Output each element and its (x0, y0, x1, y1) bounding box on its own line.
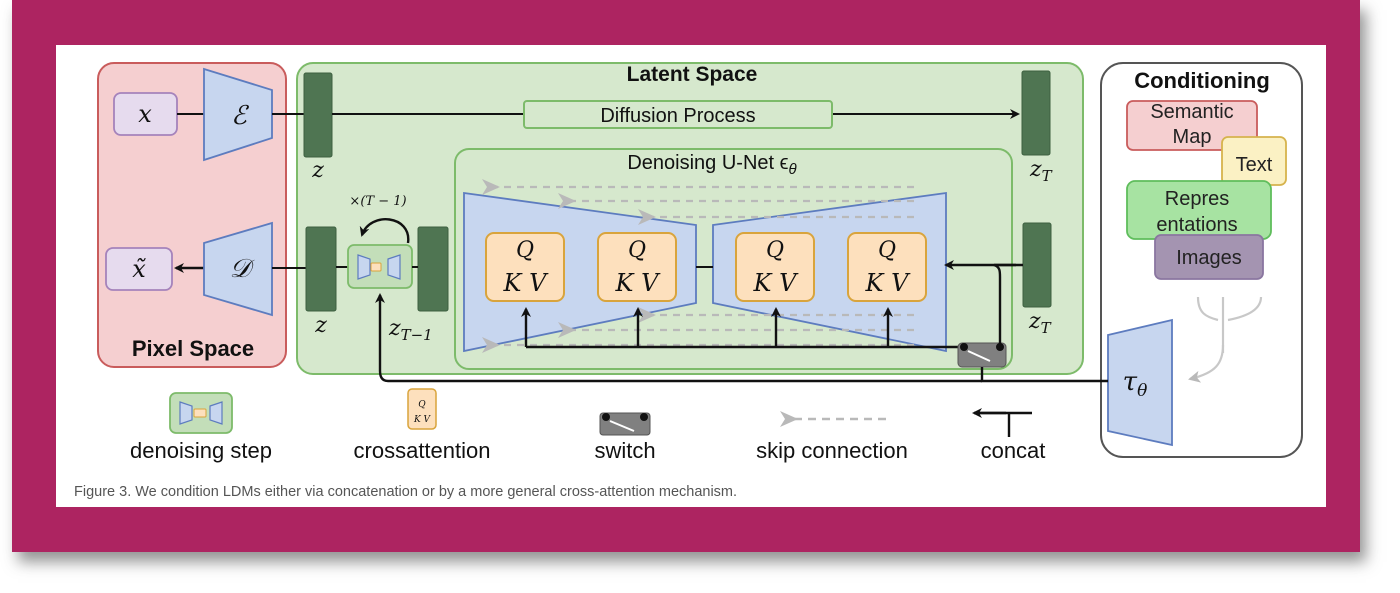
unet-title-sub: θ (788, 161, 796, 178)
legend-crossattention-icon (407, 388, 437, 430)
representations-label-2: entations (1156, 214, 1237, 236)
ldm-architecture-diagram: Pixel Space Latent Space Denoising U-Net… (97, 62, 1303, 463)
qkv-q-1: Q (516, 238, 534, 263)
tau-label: τθ (1123, 367, 1148, 401)
z-T-top-symbol: z (1029, 157, 1042, 182)
legend-step-right (209, 401, 223, 425)
z-T-bar-bottom (1022, 222, 1052, 308)
qkv-box-1 (485, 232, 565, 302)
legend: denoising step Q K V crossattention swit… (130, 388, 1046, 463)
tau-symbol: τ (1123, 367, 1138, 397)
figure-card: Pixel Space Latent Space Denoising U-Net… (56, 45, 1326, 507)
qkv-q-2: Q (628, 238, 646, 263)
diffusion-process-label: Diffusion Process (600, 105, 755, 127)
legend-denoising-step-label: denoising step (130, 438, 272, 463)
qkv-q-4: Q (878, 238, 896, 263)
figure-caption: Figure 3. We condition LDMs either via c… (74, 484, 738, 500)
cross-attention-bus (521, 307, 964, 349)
qkv-kv-2: K V (615, 269, 662, 297)
z-T-minus-1-symbol: z (388, 316, 401, 341)
qkv-q-3: Q (766, 238, 784, 263)
x-tilde-box (105, 247, 173, 291)
z-T-bar-top (1021, 70, 1051, 156)
legend-switch-label: switch (594, 438, 655, 463)
step-qkv-mini (370, 262, 382, 272)
z-T-minus-1-sub: T−1 (401, 326, 433, 344)
frame: Pixel Space Latent Space Denoising U-Net… (12, 0, 1360, 552)
repeat-label: ×(T − 1) (349, 194, 406, 209)
images-label: Images (1176, 247, 1242, 269)
step-left-trap (357, 254, 371, 280)
z-bar-top (303, 72, 333, 158)
z-T-label-top: zT (1029, 157, 1053, 185)
conditioning-label: Conditioning (1134, 68, 1270, 93)
tau-encoder (1107, 318, 1173, 447)
qkv-box-4 (847, 232, 927, 302)
legend-switch-dot-right (640, 413, 648, 421)
z-T-minus-1-label: zT−1 (388, 316, 433, 344)
qkv-block-3: Q K V (735, 232, 815, 302)
switch-lever (967, 350, 991, 362)
step-right-trap (387, 254, 401, 280)
legend-switch-icon (599, 412, 651, 436)
legend-switch-dot-left (602, 413, 610, 421)
legend-step-qkv (193, 408, 207, 418)
z-T-top-sub: T (1042, 167, 1053, 185)
tau-to-step-arrow (375, 293, 982, 383)
qkv-box-2 (597, 232, 677, 302)
z-bar-bottom (305, 226, 337, 312)
encoder-label: ℰ (231, 101, 249, 131)
tau-sub: θ (1137, 381, 1147, 401)
unet-title: Denoising U-Net ϵθ (627, 152, 796, 178)
legend-step-left (179, 401, 193, 425)
z-T-bottom-symbol: z (1028, 309, 1041, 334)
x-label: x (138, 100, 152, 128)
encoder-trapezoid (203, 67, 273, 162)
z-T-label-bottom: zT (1028, 309, 1052, 337)
qkv-block-4: Q K V (847, 232, 927, 302)
legend-crossattention-q: Q (418, 400, 426, 410)
legend-crossattention-label: crossattention (354, 438, 491, 463)
qkv-block-2: Q K V (597, 232, 677, 302)
repeat-loop-arrow (359, 218, 410, 244)
decoder-trapezoid (203, 221, 273, 317)
x-tilde-label: x̃ (132, 255, 146, 283)
text-label: Text (1236, 154, 1273, 176)
legend-concat-icon (976, 411, 1032, 437)
semantic-map-label-2: Map (1173, 126, 1212, 148)
images-box (1154, 234, 1264, 280)
qkv-block-1: Q K V (485, 232, 565, 302)
switch-dot-left (960, 343, 968, 351)
unet-title-text: Denoising U-Net ϵ (627, 152, 788, 174)
z-T-bottom-sub: T (1041, 319, 1052, 337)
latent-space-label: Latent Space (627, 63, 758, 86)
qkv-kv-3: K V (753, 269, 800, 297)
legend-crossattention-kv: K V (413, 415, 432, 425)
conditioning-merge-lines (1188, 296, 1263, 383)
switch-dot-right (996, 343, 1004, 351)
representations-label-1: Repres (1165, 188, 1229, 210)
skip-connections (482, 179, 914, 353)
qkv-kv-1: K V (503, 269, 550, 297)
z-T-minus-1-bar (417, 226, 449, 312)
semantic-map-label-1: Semantic (1150, 101, 1233, 123)
qkv-kv-4: K V (865, 269, 912, 297)
z-label-top: z (311, 158, 324, 183)
diffusion-process-box (523, 100, 833, 129)
pixel-space-label: Pixel Space (132, 336, 254, 361)
z-label-bottom: z (314, 313, 327, 338)
qkv-box-3 (735, 232, 815, 302)
legend-concat-label: concat (981, 438, 1046, 463)
legend-switch-lever (609, 420, 635, 432)
legend-skip-label: skip connection (756, 438, 908, 463)
